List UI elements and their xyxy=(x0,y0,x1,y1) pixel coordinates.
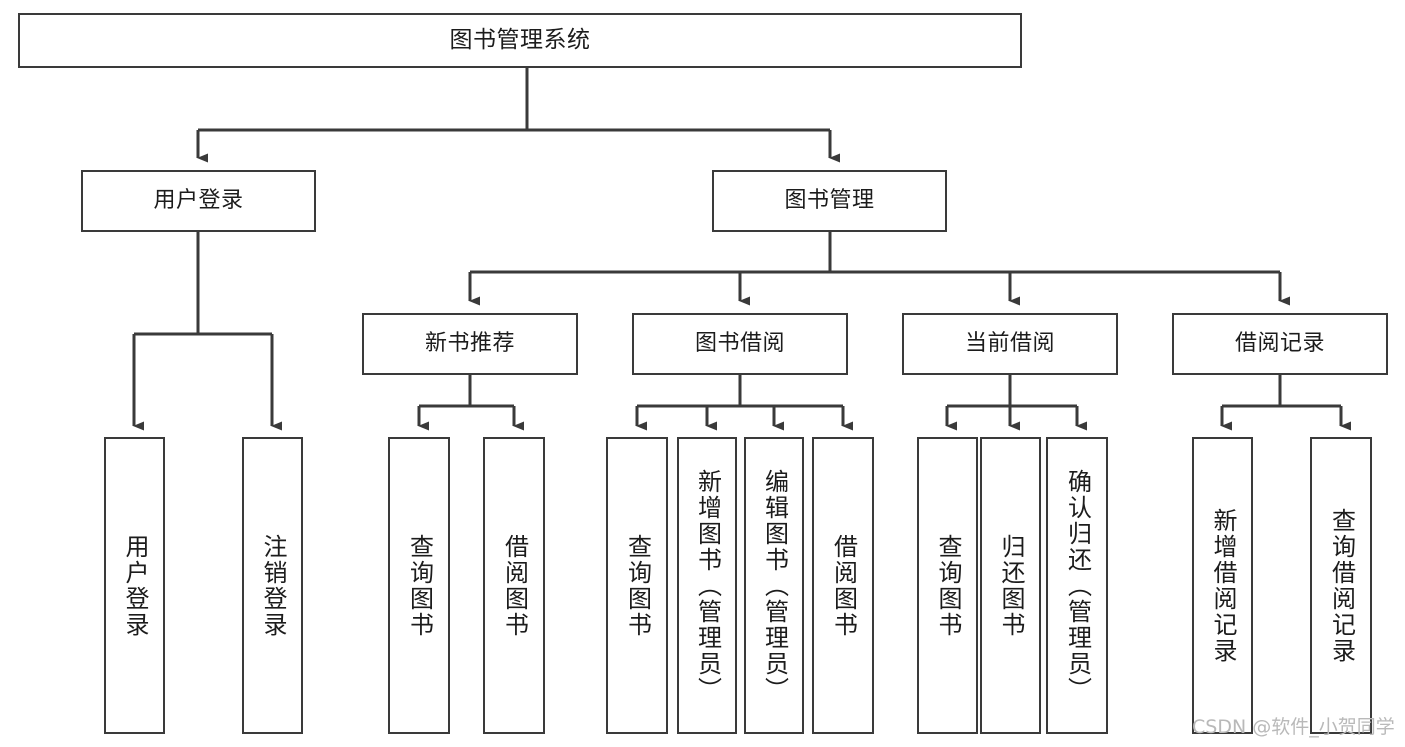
node-label: 查询借阅记录 xyxy=(1327,507,1356,664)
node-leaf-return-book[interactable]: 归还图书 xyxy=(980,437,1041,734)
node-root-system[interactable]: 图书管理系统 xyxy=(18,13,1022,68)
node-label: 确认归还（管理员） xyxy=(1063,468,1092,703)
node-leaf-add-record[interactable]: 新增借阅记录 xyxy=(1192,437,1253,734)
node-leaf-query-book-1[interactable]: 查询图书 xyxy=(388,437,450,734)
node-leaf-borrow-book-1[interactable]: 借阅图书 xyxy=(483,437,545,734)
node-label: 新书推荐 xyxy=(424,331,515,357)
node-new-book-recommend[interactable]: 新书推荐 xyxy=(362,313,578,375)
node-label: 当前借阅 xyxy=(964,331,1055,357)
node-label: 用户登录 xyxy=(120,533,149,638)
node-label: 新增借阅记录 xyxy=(1208,507,1237,664)
node-label: 查询图书 xyxy=(405,533,434,638)
node-label: 用户登录 xyxy=(153,188,244,214)
node-borrow-record[interactable]: 借阅记录 xyxy=(1172,313,1388,375)
node-label: 借阅图书 xyxy=(500,533,529,638)
node-label: 查询图书 xyxy=(623,533,652,638)
node-label: 归还图书 xyxy=(996,533,1025,638)
node-label: 图书管理 xyxy=(784,188,875,214)
node-label: 新增图书（管理员） xyxy=(693,468,722,703)
watermark: CSDN @软件_小贺同学 xyxy=(1192,716,1395,738)
node-label: 编辑图书（管理员） xyxy=(760,468,789,703)
node-leaf-add-book[interactable]: 新增图书（管理员） xyxy=(677,437,737,734)
node-current-borrow[interactable]: 当前借阅 xyxy=(902,313,1118,375)
node-leaf-confirm-return[interactable]: 确认归还（管理员） xyxy=(1046,437,1108,734)
node-book-borrow[interactable]: 图书借阅 xyxy=(632,313,848,375)
node-leaf-edit-book[interactable]: 编辑图书（管理员） xyxy=(744,437,804,734)
node-label: 图书借阅 xyxy=(694,331,785,357)
node-label: 查询图书 xyxy=(933,533,962,638)
node-label: 借阅记录 xyxy=(1234,331,1325,357)
node-label: 图书管理系统 xyxy=(449,27,591,54)
node-leaf-borrow-book-2[interactable]: 借阅图书 xyxy=(812,437,874,734)
node-leaf-logout-login[interactable]: 注销登录 xyxy=(242,437,303,734)
node-leaf-query-book-2[interactable]: 查询图书 xyxy=(606,437,668,734)
node-label: 借阅图书 xyxy=(829,533,858,638)
node-book-management[interactable]: 图书管理 xyxy=(712,170,947,232)
node-user-login[interactable]: 用户登录 xyxy=(81,170,316,232)
node-leaf-query-record[interactable]: 查询借阅记录 xyxy=(1310,437,1372,734)
node-leaf-query-book-3[interactable]: 查询图书 xyxy=(917,437,978,734)
node-label: 注销登录 xyxy=(258,533,287,638)
node-leaf-user-login[interactable]: 用户登录 xyxy=(104,437,165,734)
